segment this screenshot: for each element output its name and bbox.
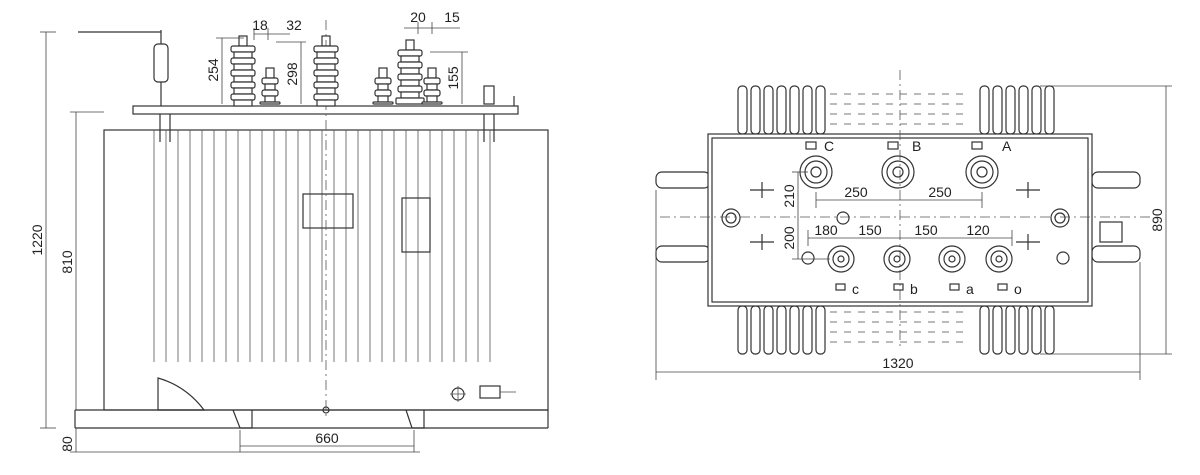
front-view: 1220 810 80 660 254 298 18 32 20 15 155 xyxy=(29,9,549,453)
grounding-box xyxy=(479,385,501,399)
dim-hv-offset: 210 xyxy=(781,184,797,208)
dim-18: 18 xyxy=(252,17,268,33)
nameplate-left xyxy=(302,193,354,229)
foot-right xyxy=(405,409,425,429)
bracket-left-top xyxy=(655,171,711,189)
drain-valve xyxy=(157,377,206,411)
lv-terminal-a xyxy=(938,245,966,291)
label-lv-a: a xyxy=(966,281,974,297)
bracket-left-bottom xyxy=(655,245,711,263)
lv-bushing-2 xyxy=(372,67,394,105)
dim-body-height: 810 xyxy=(59,250,75,274)
dim-155: 155 xyxy=(445,66,461,90)
side-valve xyxy=(1099,221,1123,243)
dim-base-height: 80 xyxy=(59,436,75,452)
dim-lv-bushing-height: 298 xyxy=(284,62,300,86)
tank-cover xyxy=(132,105,519,115)
hv-terminal-a xyxy=(965,141,999,189)
label-lv-o: o xyxy=(1014,281,1022,297)
center-pin xyxy=(836,211,850,225)
dim-32: 32 xyxy=(286,17,302,33)
label-hv-c: C xyxy=(824,138,834,154)
label-hv-a: A xyxy=(1002,138,1012,154)
dim-lv-spacing-1: 180 xyxy=(814,222,838,238)
dim-hv-spacing-1: 250 xyxy=(844,184,868,200)
dim-hv-spacing-2: 250 xyxy=(928,184,952,200)
dim-15: 15 xyxy=(444,9,460,25)
hv-bushing-2 xyxy=(313,35,339,107)
dim-hv-bushing-height: 254 xyxy=(205,58,221,82)
top-view: C B A c b a o 250 250 180 xyxy=(655,70,1172,380)
bracket-right-bottom xyxy=(1091,245,1141,263)
dim-total-height: 1220 xyxy=(29,224,45,255)
label-lv-c: c xyxy=(852,281,859,297)
dim-lv-spacing-2: 150 xyxy=(858,222,882,238)
lv-bushing-3 xyxy=(421,67,443,105)
foot-left xyxy=(232,409,253,429)
breather xyxy=(483,85,495,105)
nameplate-right xyxy=(401,197,431,253)
dim-overall-width: 890 xyxy=(1149,208,1165,232)
hv-terminal-b xyxy=(881,141,915,189)
lv-terminal-o xyxy=(985,245,1013,291)
dim-lv-spacing-4: 120 xyxy=(966,222,990,238)
dim-lv-spacing-3: 150 xyxy=(914,222,938,238)
lv-bushing-1 xyxy=(259,67,281,105)
hv-bushing-1 xyxy=(230,35,256,107)
lv-terminal-b xyxy=(883,245,911,291)
bracket-right-top xyxy=(1091,171,1141,189)
dim-20: 20 xyxy=(410,9,426,25)
oil-gauge xyxy=(153,43,169,83)
label-lv-b: b xyxy=(910,281,918,297)
lifting-marks xyxy=(750,182,1040,250)
dim-lv-offset: 200 xyxy=(781,226,797,250)
hv-bushing-3 xyxy=(395,39,425,105)
radiator-fins xyxy=(153,130,491,362)
dim-wheel-spacing: 660 xyxy=(315,430,339,446)
dim-overall-length: 1320 xyxy=(882,355,913,371)
label-hv-b: B xyxy=(912,138,921,154)
